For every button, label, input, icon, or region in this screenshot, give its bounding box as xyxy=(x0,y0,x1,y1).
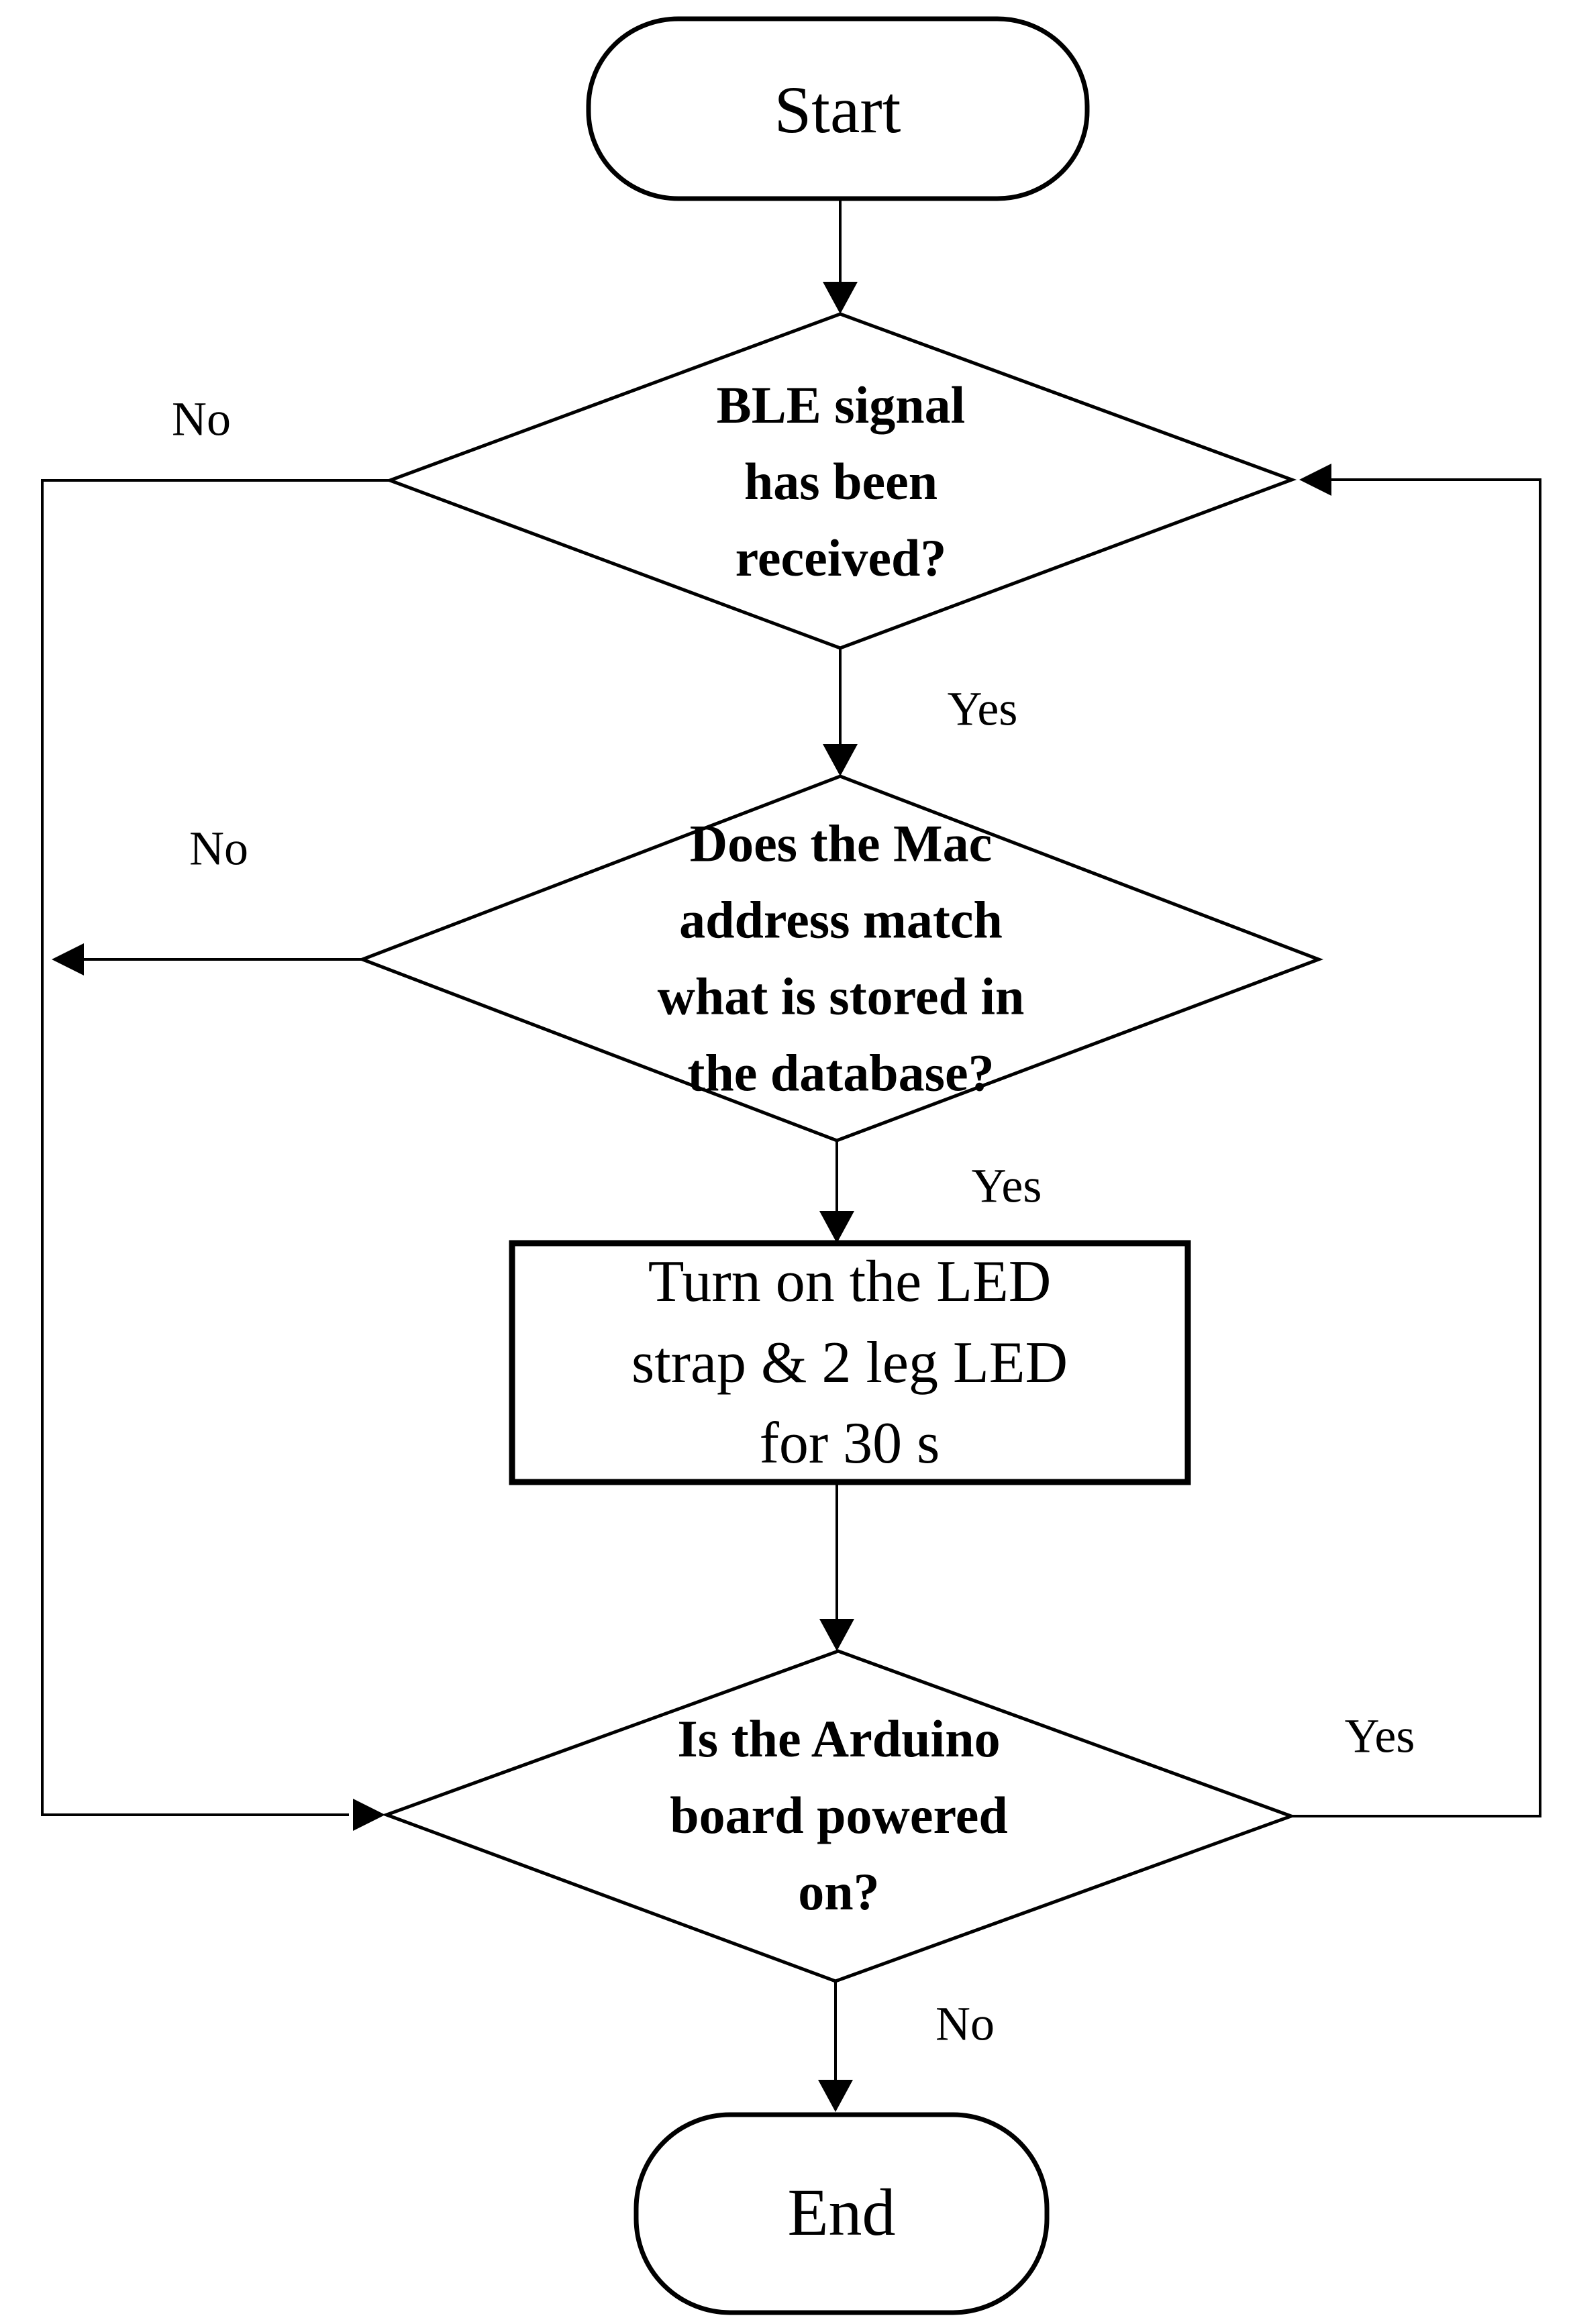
arrowhead-into-arduino-top xyxy=(819,1619,854,1651)
decision-arduino-shape xyxy=(381,1649,1297,1983)
edge-arduino-yes-right-rail xyxy=(1291,478,1541,1817)
edge-label-ble-no: No xyxy=(172,392,231,446)
edge-label-ble-yes: Yes xyxy=(947,682,1018,736)
decision-arduino-label: Is the Arduino board powered on? xyxy=(670,1709,1008,1921)
process-led-label: Turn on the LED strap & 2 leg LED for 30… xyxy=(631,1249,1068,1477)
edge-label-mac-yes: Yes xyxy=(971,1159,1042,1213)
arrowhead-into-arduino-left xyxy=(353,1799,385,1831)
decision-ble-shape xyxy=(385,312,1297,650)
edge-ble-no-left-rail xyxy=(41,479,390,1816)
decision-ble-label: BLE signal has been received? xyxy=(716,376,966,587)
arrowhead-into-ble-top xyxy=(823,282,858,314)
edge-label-arduino-no: No xyxy=(935,1997,995,2051)
decision-mac-label: Does the Mac address match what is store… xyxy=(657,814,1025,1102)
start-terminator-shape xyxy=(586,16,1090,201)
arrowhead-into-ble-right xyxy=(1299,464,1331,496)
arrowhead-into-process-top xyxy=(819,1211,854,1243)
edge-label-arduino-yes: Yes xyxy=(1344,1709,1415,1763)
end-node-label: End xyxy=(787,2175,896,2250)
process-led-shape xyxy=(509,1240,1191,1485)
end-terminator-shape xyxy=(634,2112,1050,2315)
arrowhead-into-mac-top xyxy=(823,744,858,776)
arrowhead-into-end-top xyxy=(818,2080,853,2112)
decision-mac-shape xyxy=(358,774,1324,1143)
arrowhead-mac-no-into-rail xyxy=(52,943,84,975)
start-node-label: Start xyxy=(774,72,901,147)
edge-label-mac-no: No xyxy=(189,821,248,876)
